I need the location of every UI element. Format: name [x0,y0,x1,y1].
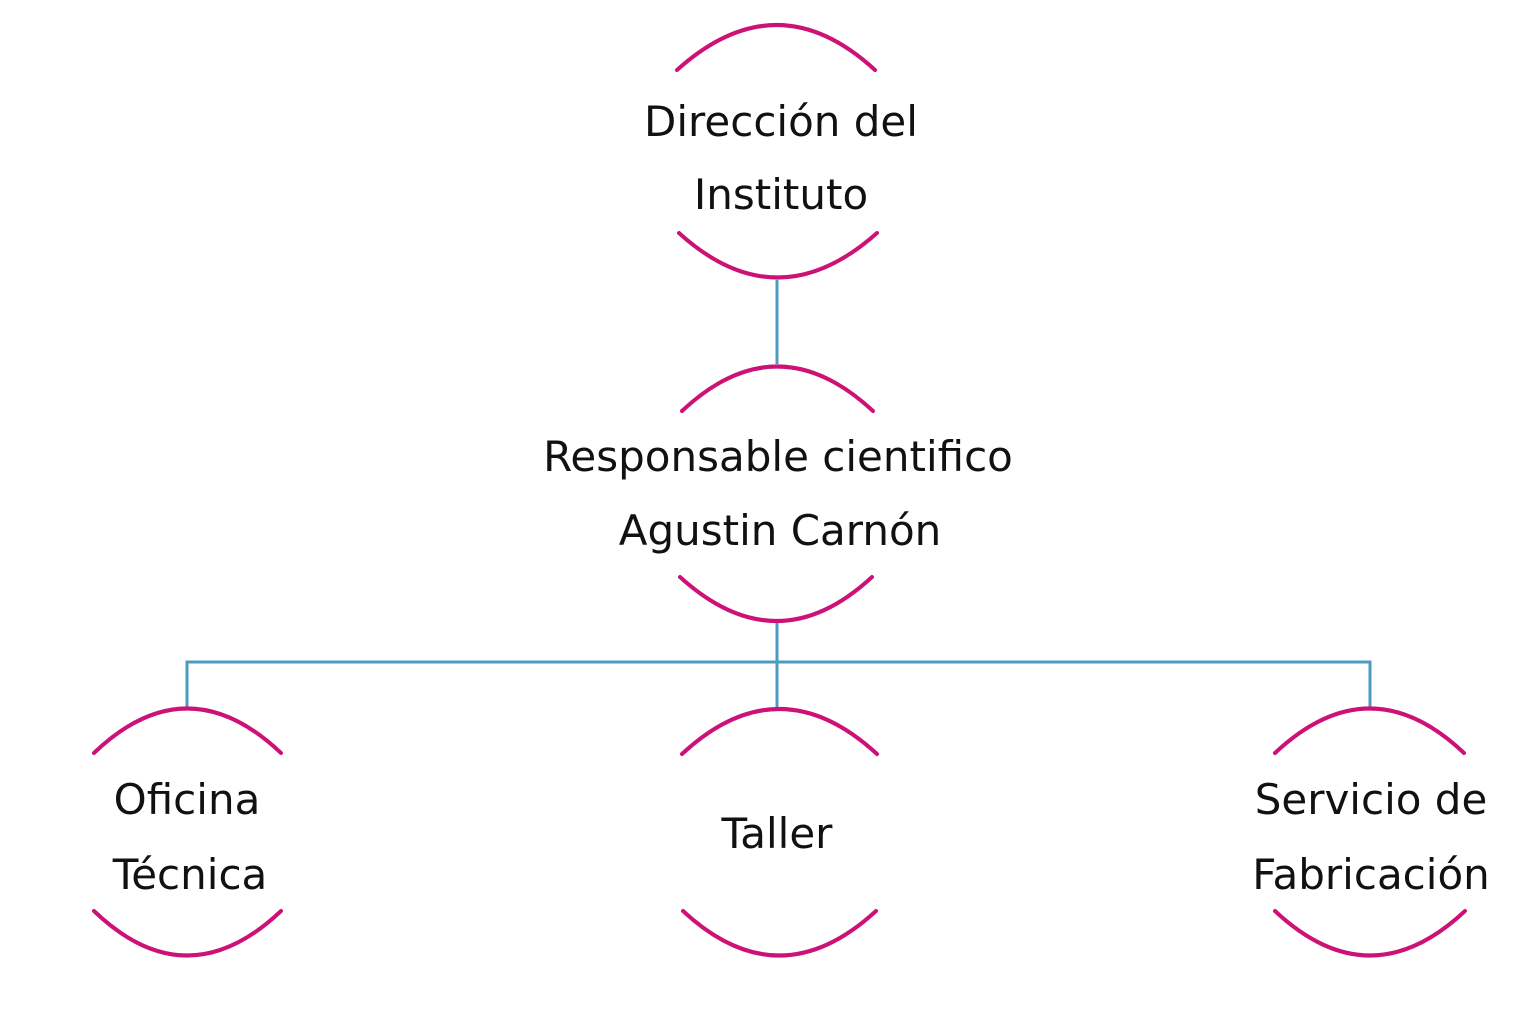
node-taller-bottom-arc [681,909,878,958]
node-servicio-de-fabricacion: Servicio de Fabricación [1252,706,1490,958]
node-servicio-line2: Fabricación [1252,850,1490,899]
node-oficina-tecnica: Oficina Técnica [92,706,283,958]
node-oficina-line2: Técnica [112,850,268,899]
node-responsable-line1: Responsable cientifico [543,432,1013,481]
node-oficina-top-arc [92,706,283,755]
node-responsable-line2: Agustin Carnón [619,506,942,555]
node-taller-top-arc [680,707,879,756]
connector-branch-bar [185,660,1372,708]
node-oficina-line1: Oficina [114,775,261,824]
node-servicio-line1: Servicio de [1255,775,1488,824]
node-responsable-bottom-arc [678,575,874,623]
node-oficina-bottom-arc [92,909,283,958]
node-direccion-bottom-arc [677,231,879,280]
connectors [185,280,1372,708]
node-taller-line1: Taller [721,809,834,858]
node-taller: Taller [680,707,879,958]
node-direccion-line1: Dirección del [644,97,918,146]
node-servicio-bottom-arc [1273,909,1467,958]
node-direccion-line2: Instituto [694,170,868,219]
node-responsable-top-arc [680,364,875,413]
node-direccion-del-instituto: Dirección del Instituto [644,23,918,280]
node-servicio-top-arc [1273,706,1466,755]
node-direccion-top-arc [675,23,877,72]
node-responsable-cientifico: Responsable cientifico Agustin Carnón [543,364,1013,623]
